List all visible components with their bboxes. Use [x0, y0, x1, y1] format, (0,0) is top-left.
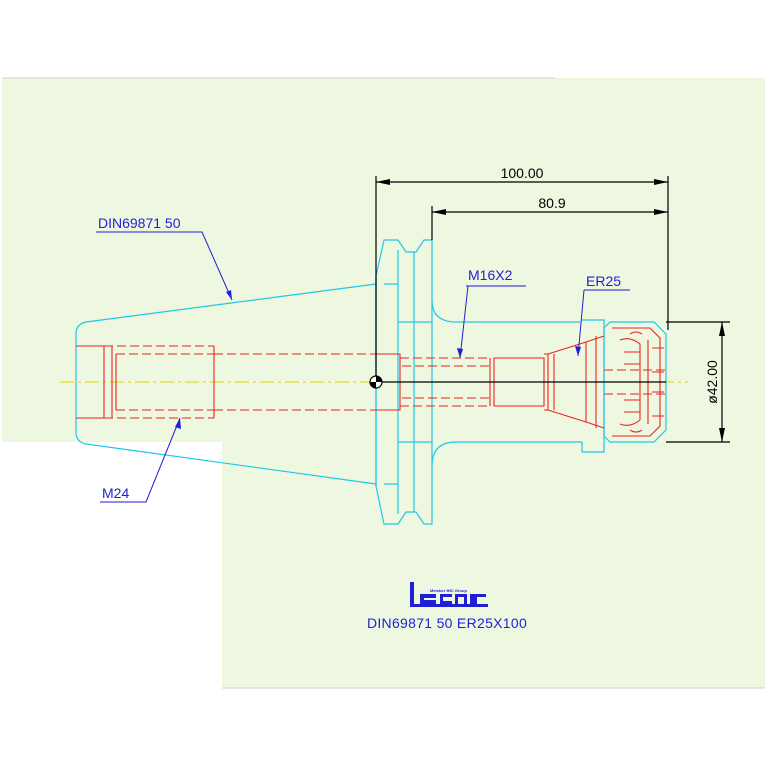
dim-body-length: 80.9	[538, 195, 565, 211]
logo-brand: iscar	[0, 0, 10, 1]
sheet-notch-top-right	[555, 70, 767, 78]
dim-diameter: ø42.00	[704, 360, 720, 404]
sheet-notch-bottom-left	[0, 442, 222, 692]
label-inner-thread: M16X2	[468, 267, 513, 283]
dim-overall-length: 100.00	[501, 165, 544, 181]
drawing-caption: DIN69871 50 ER25X100	[367, 615, 527, 631]
logo-tagline: Member IMC Group	[430, 588, 467, 593]
gauge-point-fill	[370, 376, 382, 388]
label-collet: ER25	[586, 273, 621, 289]
label-drawbar-thread: M24	[102, 485, 129, 501]
leader-lines	[96, 231, 630, 503]
label-taper: DIN69871 50	[98, 215, 181, 231]
iscar-logo: Member IMC Group iscar	[0, 0, 488, 607]
dimension-geometry	[369, 176, 730, 443]
